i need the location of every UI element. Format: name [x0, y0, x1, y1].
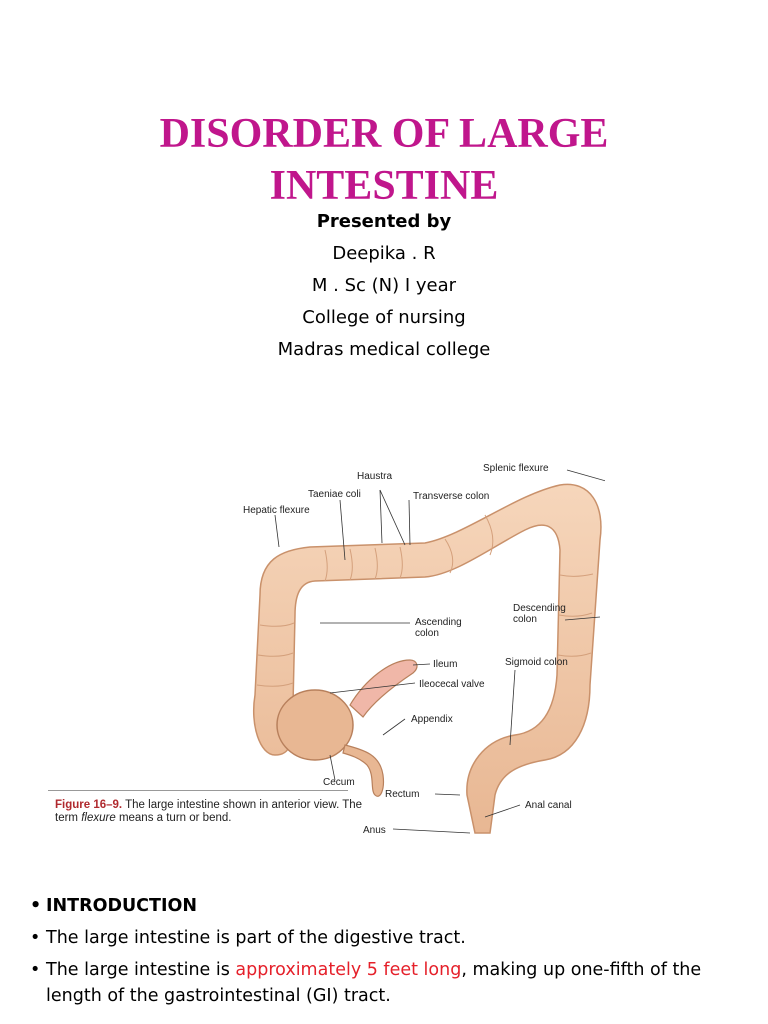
figure-caption: Figure 16–9. The large intestine shown i… — [55, 799, 385, 825]
caption-figure-number: Figure 16–9. — [55, 799, 123, 811]
label-anal-canal: Anal canal — [525, 800, 572, 811]
label-haustra: Haustra — [357, 471, 392, 482]
bullet-digestive-tract: The large intestine is part of the diges… — [30, 925, 750, 951]
cecum-shape — [276, 689, 354, 761]
intro-bullets: INTRODUCTION The large intestine is part… — [30, 893, 750, 1015]
appendix-shape — [342, 744, 385, 797]
bullet-length-post: , making up one-fifth of the length of t… — [46, 960, 702, 1006]
caption-divider — [48, 790, 348, 791]
caption-emphasis: flexure — [81, 812, 116, 824]
bullet-length-pre: The large intestine is — [46, 960, 236, 980]
caption-text-1: The large intestine shown in anterior vi… — [55, 799, 363, 824]
large-intestine-illustration: Haustra Splenic flexure Taeniae coli Tra… — [243, 463, 605, 836]
label-descending-colon-1: Descending — [513, 603, 566, 614]
large-intestine-figure: Haustra Splenic flexure Taeniae coli Tra… — [45, 455, 605, 855]
title-line-2: INTESTINE — [269, 163, 499, 209]
slide-title: DISORDER OF LARGE INTESTINE — [0, 108, 768, 212]
bullet-length: The large intestine is approximately 5 f… — [30, 957, 750, 1009]
presenter-course: M . Sc (N) I year — [311, 275, 457, 296]
label-taeniae-coli: Taeniae coli — [308, 489, 361, 500]
label-ileum: Ileum — [433, 659, 457, 670]
bullet-length-highlight: approximately 5 feet long — [235, 960, 462, 980]
label-cecum: Cecum — [323, 777, 355, 788]
presenter-institution: Madras medical college — [277, 339, 491, 360]
label-sigmoid-colon: Sigmoid colon — [505, 657, 568, 668]
label-splenic-flexure: Splenic flexure — [483, 463, 549, 474]
label-ascending-colon-1: Ascending — [415, 617, 462, 628]
label-descending-colon-2: colon — [513, 614, 537, 625]
presenter-block: Presented by Deepika . R M . Sc (N) I ye… — [0, 206, 768, 366]
presenter-name: Deepika . R — [332, 243, 436, 264]
presenter-college: College of nursing — [302, 307, 466, 328]
label-ascending-colon-2: colon — [415, 628, 439, 639]
presented-by-label: Presented by — [316, 211, 452, 232]
title-line-1: DISORDER OF LARGE — [159, 111, 609, 157]
label-transverse-colon: Transverse colon — [413, 491, 489, 502]
colon-shape — [253, 483, 602, 834]
bullet-intro-heading: INTRODUCTION — [30, 893, 750, 919]
haustra-marks — [256, 514, 594, 687]
ileum-shape — [349, 659, 418, 718]
label-ileocecal-valve: Ileocecal valve — [419, 679, 485, 690]
leader-lines — [274, 469, 605, 834]
label-appendix: Appendix — [411, 714, 453, 725]
label-anus: Anus — [363, 825, 386, 836]
label-hepatic-flexure: Hepatic flexure — [243, 505, 310, 516]
label-rectum: Rectum — [385, 789, 419, 800]
caption-text-2: means a turn or bend. — [118, 812, 232, 824]
